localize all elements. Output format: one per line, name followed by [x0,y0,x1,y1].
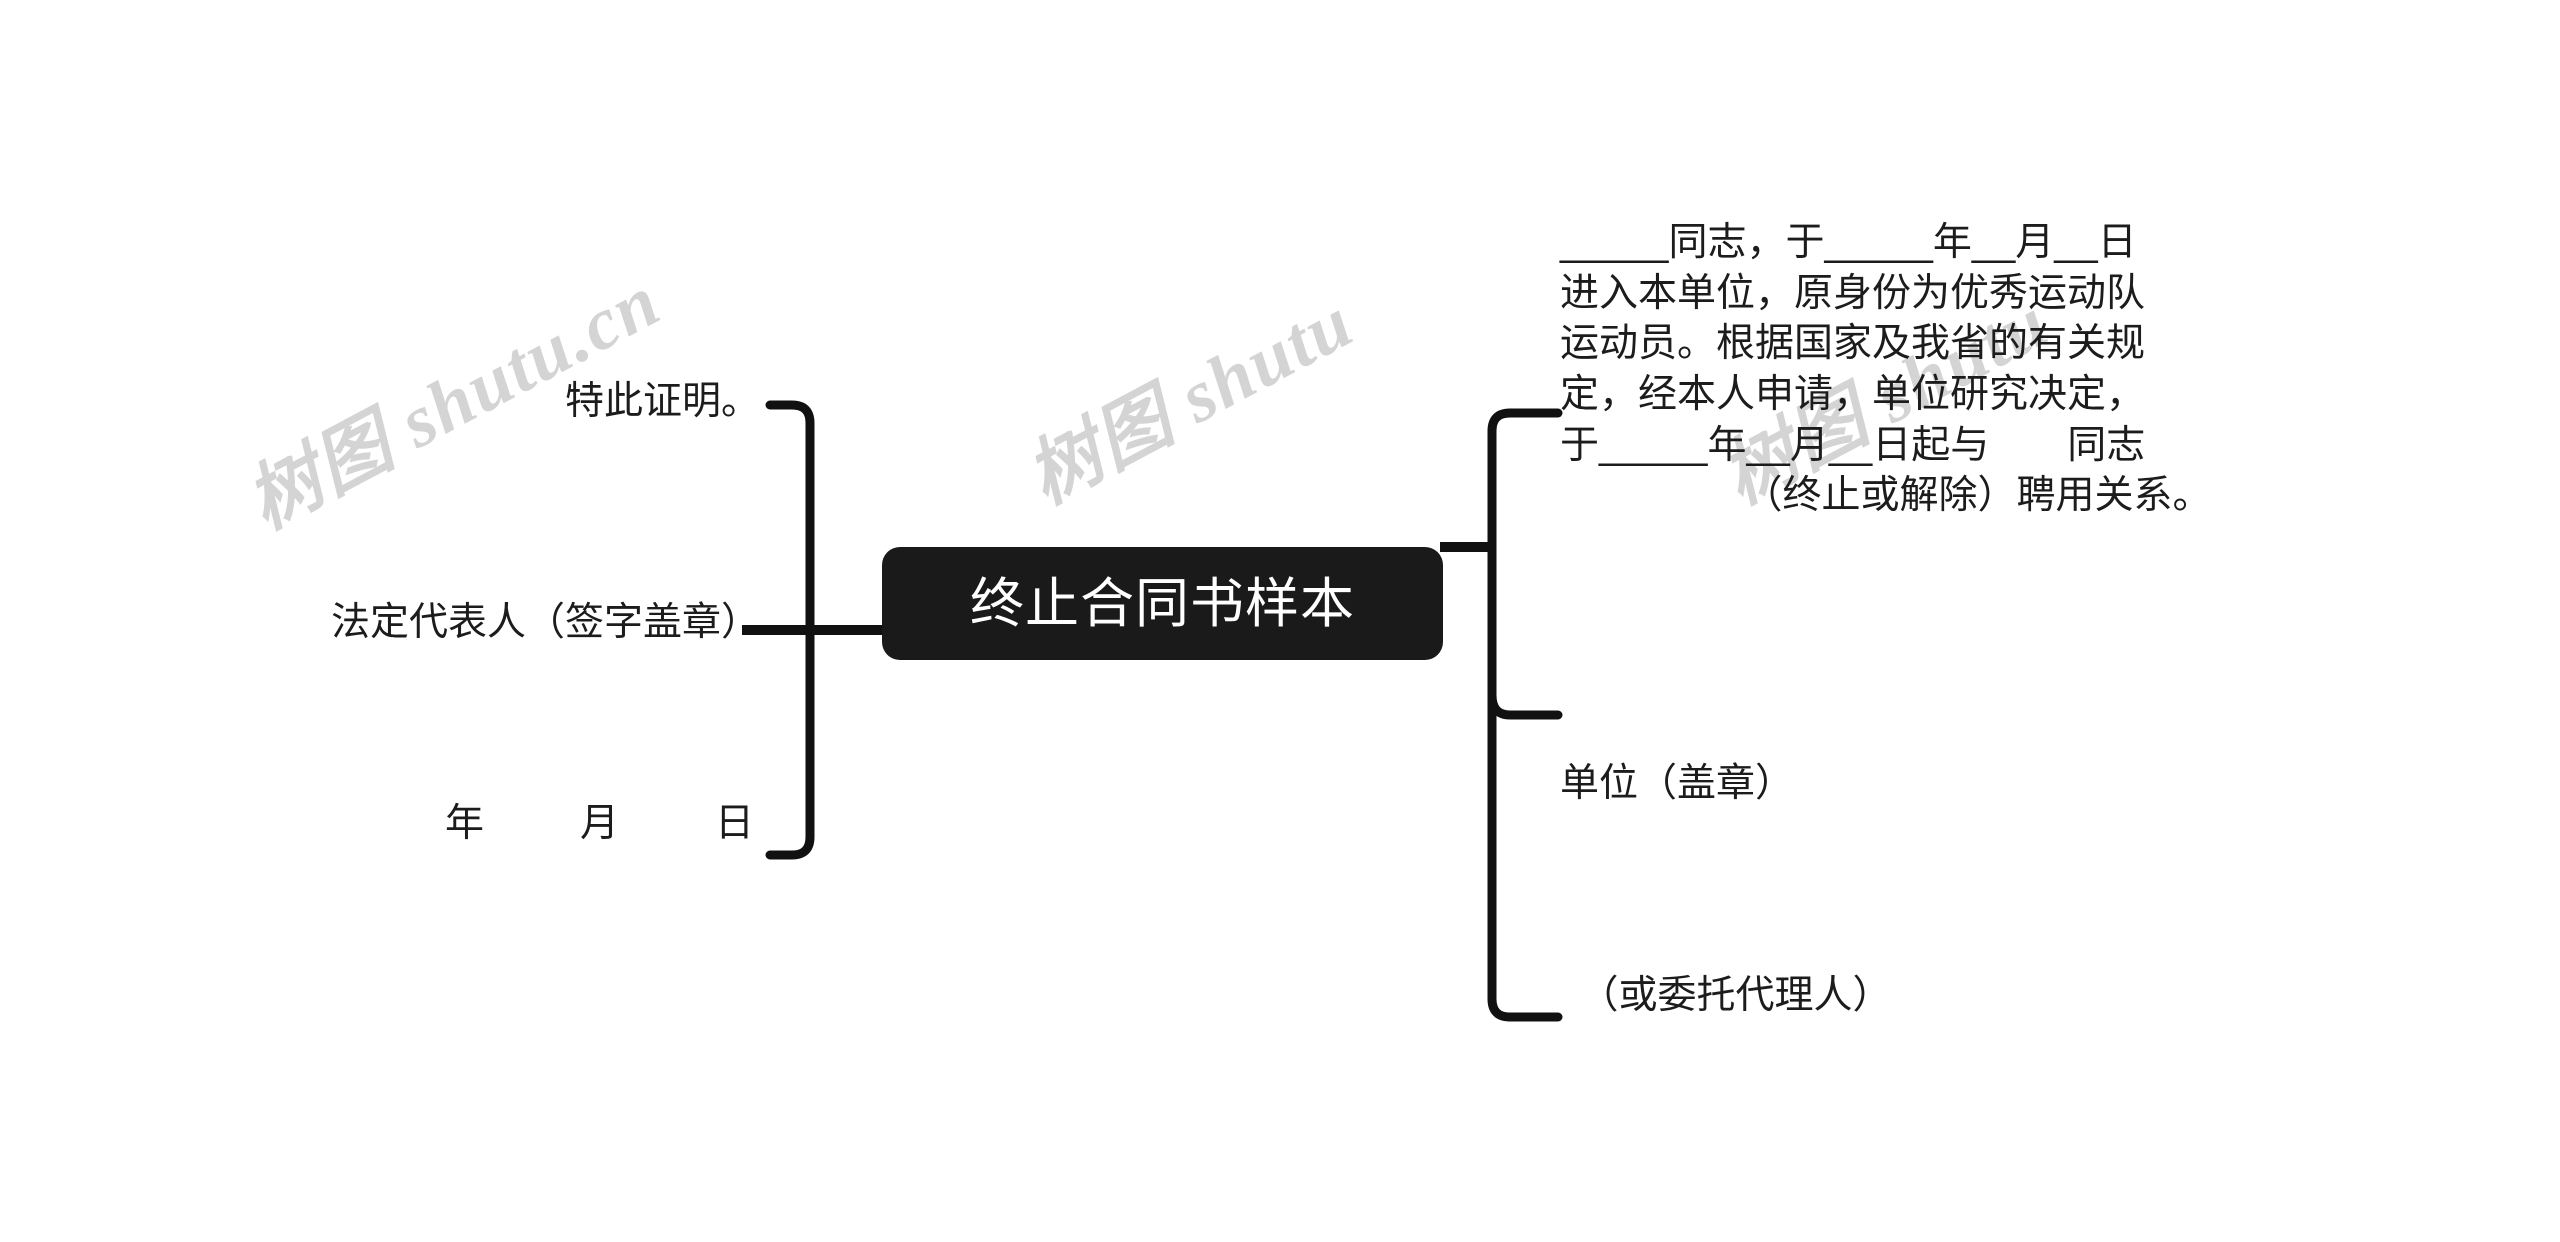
branch-unit-seal[interactable]: 单位（盖章） [1560,760,1794,808]
root-node-label: 终止合同书样本 [970,573,1355,634]
branch-agent-note-label: （或委托代理人） [1560,974,1892,1017]
branch-certify-label: 特此证明。 [564,380,760,423]
termination-body-line-6: （终止或解除）聘用关系。 [1743,474,2212,518]
branch-unit-seal-label: 单位（盖章） [1560,762,1795,805]
termination-body-line-4: 定，经本人申请，单位研究决定， [1560,373,2146,417]
branch-date-line-label: 年 月 日 [444,802,760,845]
branch-termination-body[interactable]: _____同志，于_____年__月__日 进入本单位，原身份为优秀运动队 运动… [1560,218,2395,522]
termination-body-line-3: 运动员。根据国家及我省的有关规 [1560,322,2146,366]
right-branch-connector [1440,395,1640,1035]
termination-body-line-2: 进入本单位，原身份为优秀运动队 [1560,271,2146,315]
watermark-center: 树图 shutu [1014,280,1367,521]
branch-agent-note[interactable]: （或委托代理人） [1560,972,1892,1020]
termination-body-line-1: _____同志，于_____年__月__日 [1560,221,2137,264]
root-node[interactable]: 终止合同书样本 [882,547,1443,660]
left-branch-connector [740,390,920,870]
branch-legal-representative[interactable]: 法定代表人（签字盖章） [80,599,760,647]
termination-body-line-5: 于_____年__月__日起与 同志 [1560,423,2146,467]
branch-certify[interactable]: 特此证明。 [220,378,760,426]
branch-legal-representative-label: 法定代表人（签字盖章） [330,601,760,644]
branch-date-line[interactable]: 年 月 日 [220,800,760,848]
